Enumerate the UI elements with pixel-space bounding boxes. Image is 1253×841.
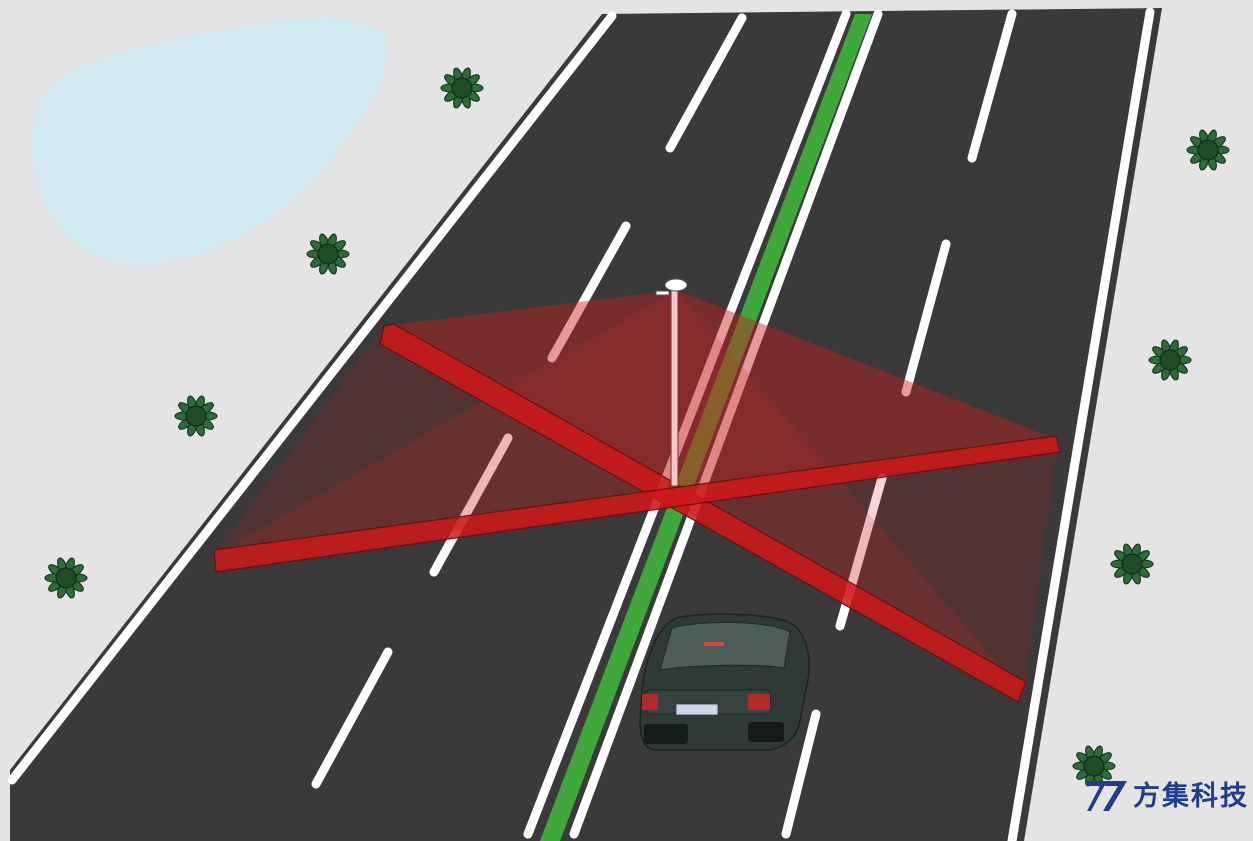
shrub-icon — [441, 67, 483, 109]
shrub-icon — [1187, 129, 1229, 171]
shrub-icon — [1149, 339, 1191, 381]
shrub-icon — [1111, 543, 1153, 585]
car-rear-icon — [640, 614, 809, 750]
shrub-icon — [175, 395, 217, 437]
shrub-icon — [45, 557, 87, 599]
company-logo: 方集科技 — [1083, 773, 1249, 813]
pond — [33, 19, 387, 265]
shrub-icon — [307, 233, 349, 275]
logo-text: 方集科技 — [1133, 774, 1249, 813]
stylized-7-logo-icon — [1083, 773, 1131, 813]
